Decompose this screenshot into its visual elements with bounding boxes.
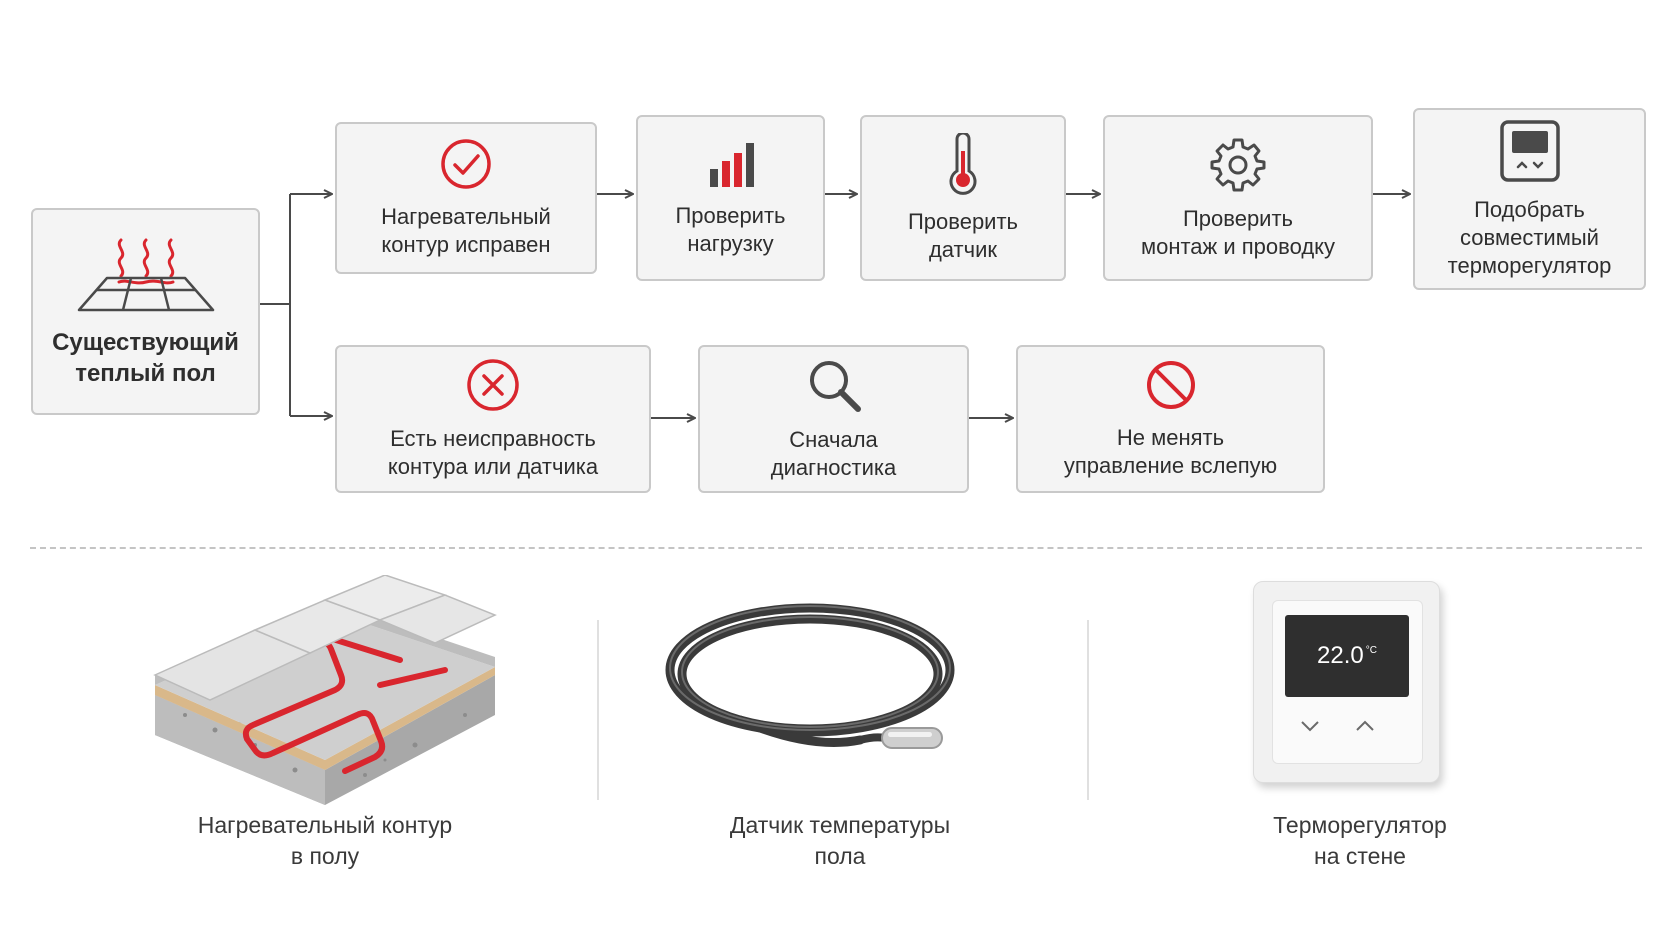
temperature-sensor-cable-illustration xyxy=(660,590,1020,790)
node-fault-label: Есть неисправность контура или датчика xyxy=(387,425,599,479)
component-label-sensor: Датчик температуры пола xyxy=(729,812,951,869)
heated-floor-icon xyxy=(71,234,221,319)
node-fault: Есть неисправность контура или датчика xyxy=(335,345,651,493)
node-check-load: Проверить нагрузку xyxy=(636,115,825,281)
prohibited-icon xyxy=(1145,359,1197,416)
thermostat-icon xyxy=(1499,119,1561,188)
thermostat-frame: 22.0°C xyxy=(1253,581,1440,783)
node-do-not-change-blindly-label: Не менять управление вслепую xyxy=(1063,424,1278,478)
check-circle-icon xyxy=(440,138,492,195)
bar-chart-icon xyxy=(706,139,756,194)
component-separator xyxy=(1087,620,1089,800)
node-choose-thermostat: Подобрать совместимый терморегулятор xyxy=(1413,108,1646,290)
node-check-load-label: Проверить нагрузку xyxy=(675,202,786,256)
node-circuit-ok: Нагревательный контур исправен xyxy=(335,122,597,274)
start-node-label: Существующий теплый пол xyxy=(52,329,239,387)
search-icon xyxy=(806,357,862,418)
thermostat-display: 22.0°C xyxy=(1285,615,1409,697)
component-label-heating-cable: Нагревательный контур в полу xyxy=(197,812,453,869)
node-check-installation: Проверить монтаж и проводку xyxy=(1103,115,1373,281)
x-circle-icon xyxy=(466,358,520,417)
node-check-sensor-label: Проверить датчик xyxy=(907,208,1019,262)
node-choose-thermostat-label: Подобрать совместимый терморегулятор xyxy=(1447,196,1612,278)
component-separator xyxy=(597,620,599,800)
section-divider xyxy=(30,547,1642,549)
thermostat-temperature: 22.0 xyxy=(1317,642,1364,669)
chevron-down-icon xyxy=(1301,721,1319,732)
thermostat-faceplate: 22.0°C xyxy=(1272,600,1423,764)
gear-icon xyxy=(1210,136,1266,197)
thermostat-unit: °C xyxy=(1365,644,1377,656)
floor-heating-cable-illustration xyxy=(145,574,505,805)
node-do-not-change-blindly: Не менять управление вслепую xyxy=(1016,345,1325,493)
wall-thermostat-illustration: 22.0°C xyxy=(1245,575,1445,785)
node-diagnostics-first-label: Сначала диагностика xyxy=(770,426,897,480)
node-check-sensor: Проверить датчик xyxy=(860,115,1066,281)
thermometer-icon xyxy=(946,131,980,200)
node-circuit-ok-label: Нагревательный контур исправен xyxy=(381,203,551,257)
component-label-thermostat: Терморегулятор на стене xyxy=(1273,812,1447,869)
node-diagnostics-first: Сначала диагностика xyxy=(698,345,969,493)
start-node: Существующий теплый пол xyxy=(31,208,260,415)
chevron-up-icon xyxy=(1356,720,1374,731)
node-check-installation-label: Проверить монтаж и проводку xyxy=(1140,205,1336,259)
